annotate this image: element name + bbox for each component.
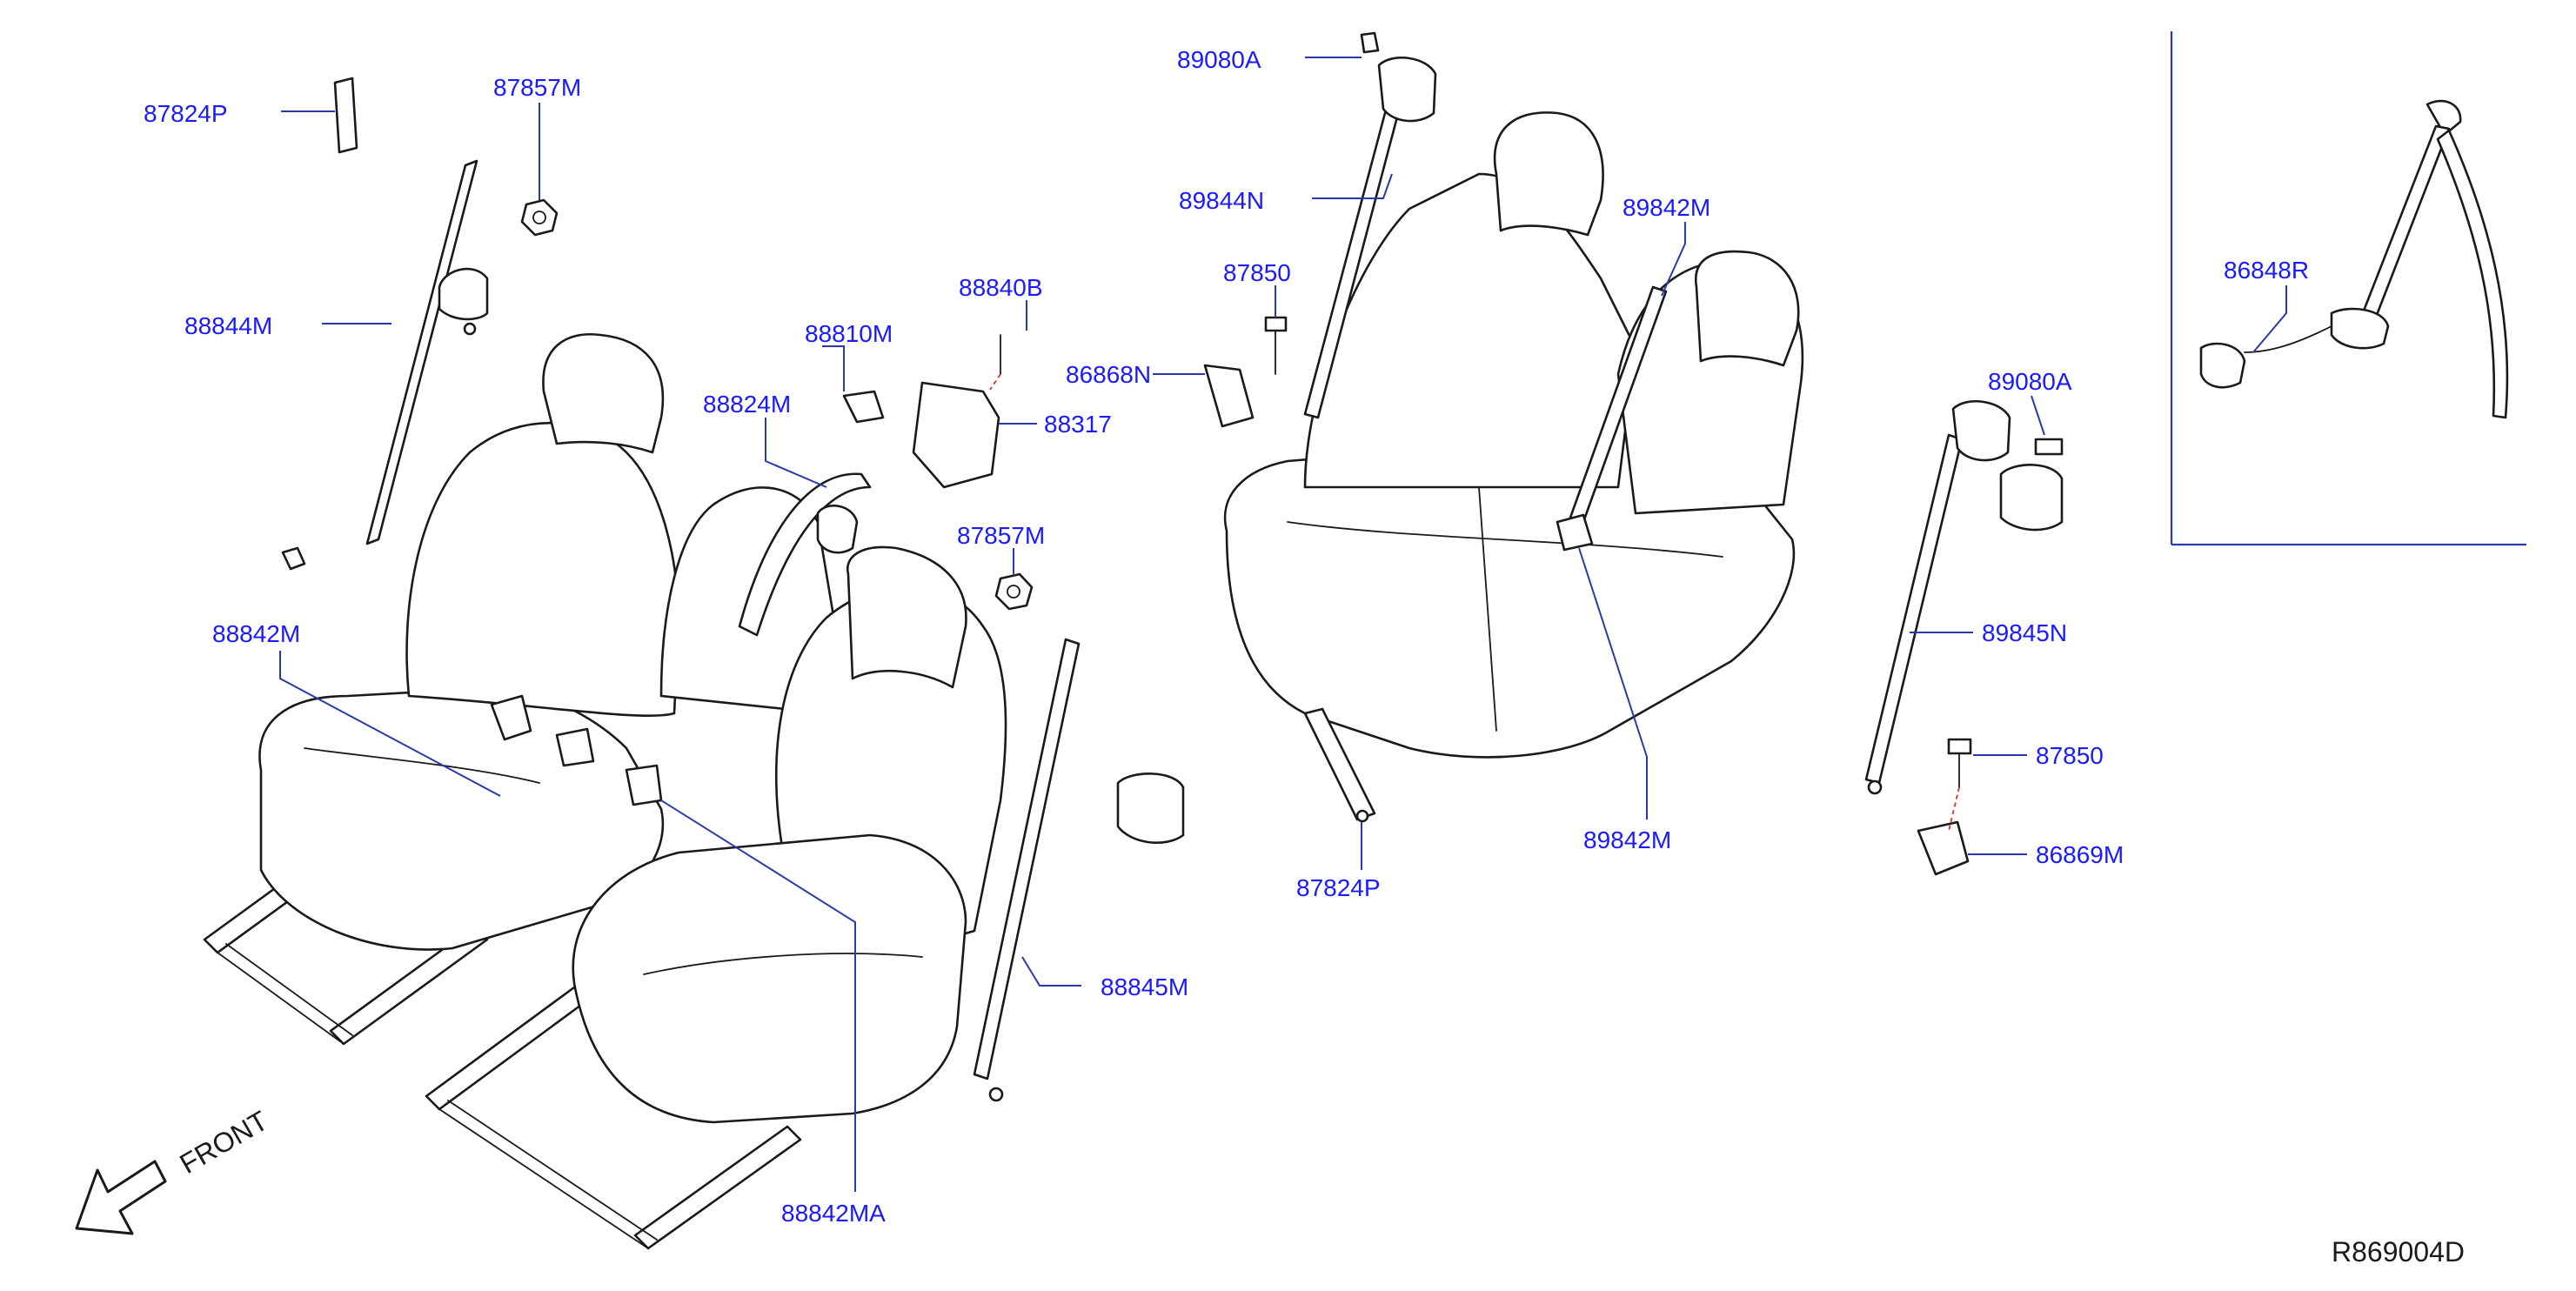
- front-label: FRONT: [175, 1105, 273, 1180]
- callout-labels: 87824P 87857M 88844M 88842M 88810M 88840…: [144, 46, 2309, 1227]
- callout-89842M-bottom: 89842M: [1583, 826, 1671, 853]
- rear-bench-artwork: [1203, 31, 2064, 876]
- diagram-reference-code: R869004D: [2332, 1236, 2465, 1268]
- callout-87824P-top: 87824P: [144, 100, 228, 127]
- leader-88842MA: [660, 799, 856, 1192]
- leader-89842M-bottom: [1578, 547, 1648, 819]
- leader-lines: [279, 57, 2287, 1192]
- callout-89844N: 89844N: [1179, 187, 1264, 214]
- callout-87850-right: 87850: [2036, 742, 2104, 769]
- callout-89080A-top: 89080A: [1177, 46, 1261, 73]
- leader-88842M: [279, 651, 501, 797]
- dashed-leader-88840B: [989, 373, 1001, 391]
- callout-88840B: 88840B: [959, 274, 1043, 301]
- callout-89845N: 89845N: [1982, 619, 2067, 646]
- callout-86869M: 86869M: [2036, 841, 2124, 868]
- inset-frame: [2170, 31, 2526, 546]
- callout-88824M: 88824M: [703, 391, 791, 418]
- leader-88824M: [765, 418, 827, 488]
- leader-88810M: [822, 345, 845, 391]
- callout-88842MA: 88842MA: [781, 1200, 886, 1227]
- callout-87824P-bottom: 87824P: [1296, 874, 1381, 901]
- callout-86868N: 86868N: [1066, 361, 1151, 388]
- front-seats-artwork: [203, 77, 1185, 1250]
- front-indicator: FRONT: [75, 1105, 273, 1235]
- inset-belt-artwork: [2199, 99, 2509, 419]
- callout-86848R: 86848R: [2224, 257, 2309, 284]
- callout-87857M-top: 87857M: [493, 74, 581, 101]
- callout-88810M: 88810M: [805, 320, 893, 347]
- callout-88844M: 88844M: [184, 312, 272, 339]
- outline-arrow-icon: [75, 1160, 167, 1235]
- callout-88317: 88317: [1044, 411, 1112, 438]
- leader-89842M-top: [1661, 222, 1686, 297]
- callout-88842M: 88842M: [212, 620, 300, 647]
- callout-89842M-top: 89842M: [1623, 194, 1710, 221]
- callout-88845M: 88845M: [1101, 973, 1188, 1000]
- callout-87850-top: 87850: [1223, 259, 1291, 286]
- leader-89844N: [1312, 173, 1393, 199]
- callout-87857M-mid: 87857M: [957, 522, 1045, 549]
- leader-89080A-right: [2031, 395, 2045, 436]
- callout-89080A-right: 89080A: [1988, 368, 2072, 395]
- leader-88845M: [1021, 956, 1081, 987]
- leader-86848R: [2252, 285, 2287, 353]
